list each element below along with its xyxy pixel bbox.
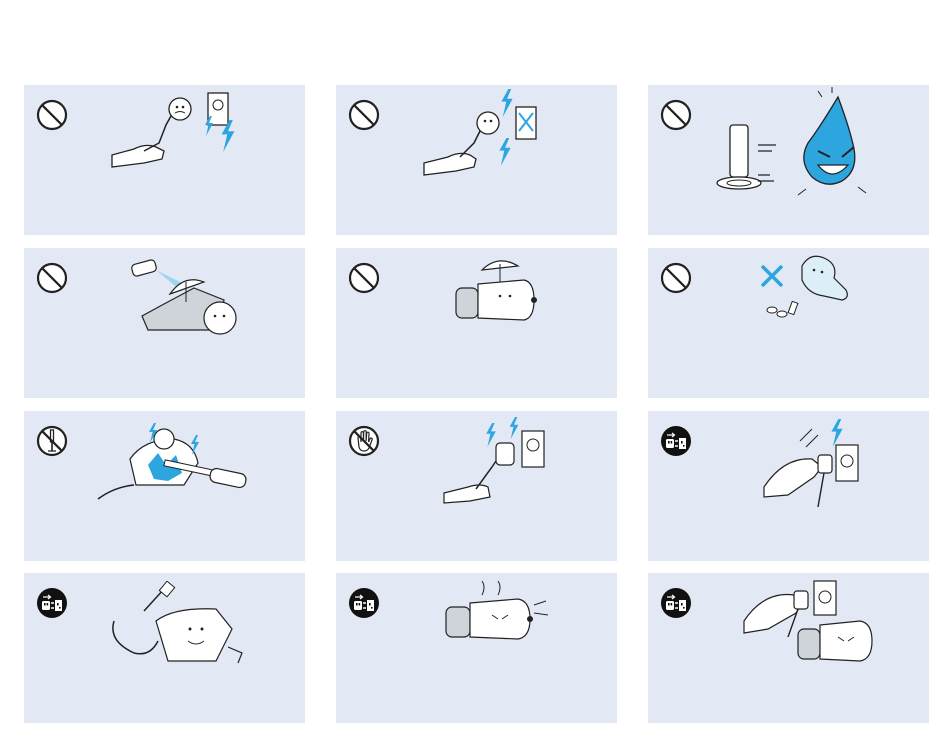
spray-on-camera-illustration [124, 256, 254, 341]
prohibited-icon [36, 262, 68, 294]
child-swallowing-parts-illustration [758, 252, 868, 322]
plug-outlet-touch-illustration [440, 415, 560, 507]
unplug-icon [660, 425, 692, 457]
wet-hand-plug-shock-illustration [104, 85, 254, 180]
warning-panel-3 [648, 85, 929, 235]
unplug-icon [348, 587, 380, 619]
unplug-icon [36, 587, 68, 619]
warning-panel-6 [648, 248, 929, 398]
warning-panel-12 [648, 573, 929, 723]
unplug-icon [660, 587, 692, 619]
warning-panel-11 [336, 573, 617, 723]
warning-panel-8 [336, 411, 617, 561]
warning-panel-5 [336, 248, 617, 398]
warning-panel-4 [24, 248, 305, 398]
unplug-camera-illustration [740, 577, 880, 669]
prohibited-icon [660, 262, 692, 294]
warning-panel-10 [24, 573, 305, 723]
no-touch-icon [348, 425, 380, 457]
warning-panel-7 [24, 411, 305, 561]
screwdriver-adapter-shock-illustration [94, 415, 254, 505]
heater-fire-illustration [708, 87, 878, 197]
prohibited-icon [348, 99, 380, 131]
prohibited-icon [348, 262, 380, 294]
warning-panel-2 [336, 85, 617, 235]
damaged-plug-shock-illustration [416, 85, 566, 185]
prohibited-icon [36, 99, 68, 131]
prohibited-icon [660, 99, 692, 131]
overheated-adapter-illustration [104, 581, 254, 671]
smoking-camera-illustration [442, 581, 552, 653]
warning-panel-1 [24, 85, 305, 235]
plug-sparking-illustration [758, 415, 878, 507]
camera-in-rain-illustration [448, 256, 548, 328]
no-disassembly-icon [36, 425, 68, 457]
warning-panel-9 [648, 411, 929, 561]
